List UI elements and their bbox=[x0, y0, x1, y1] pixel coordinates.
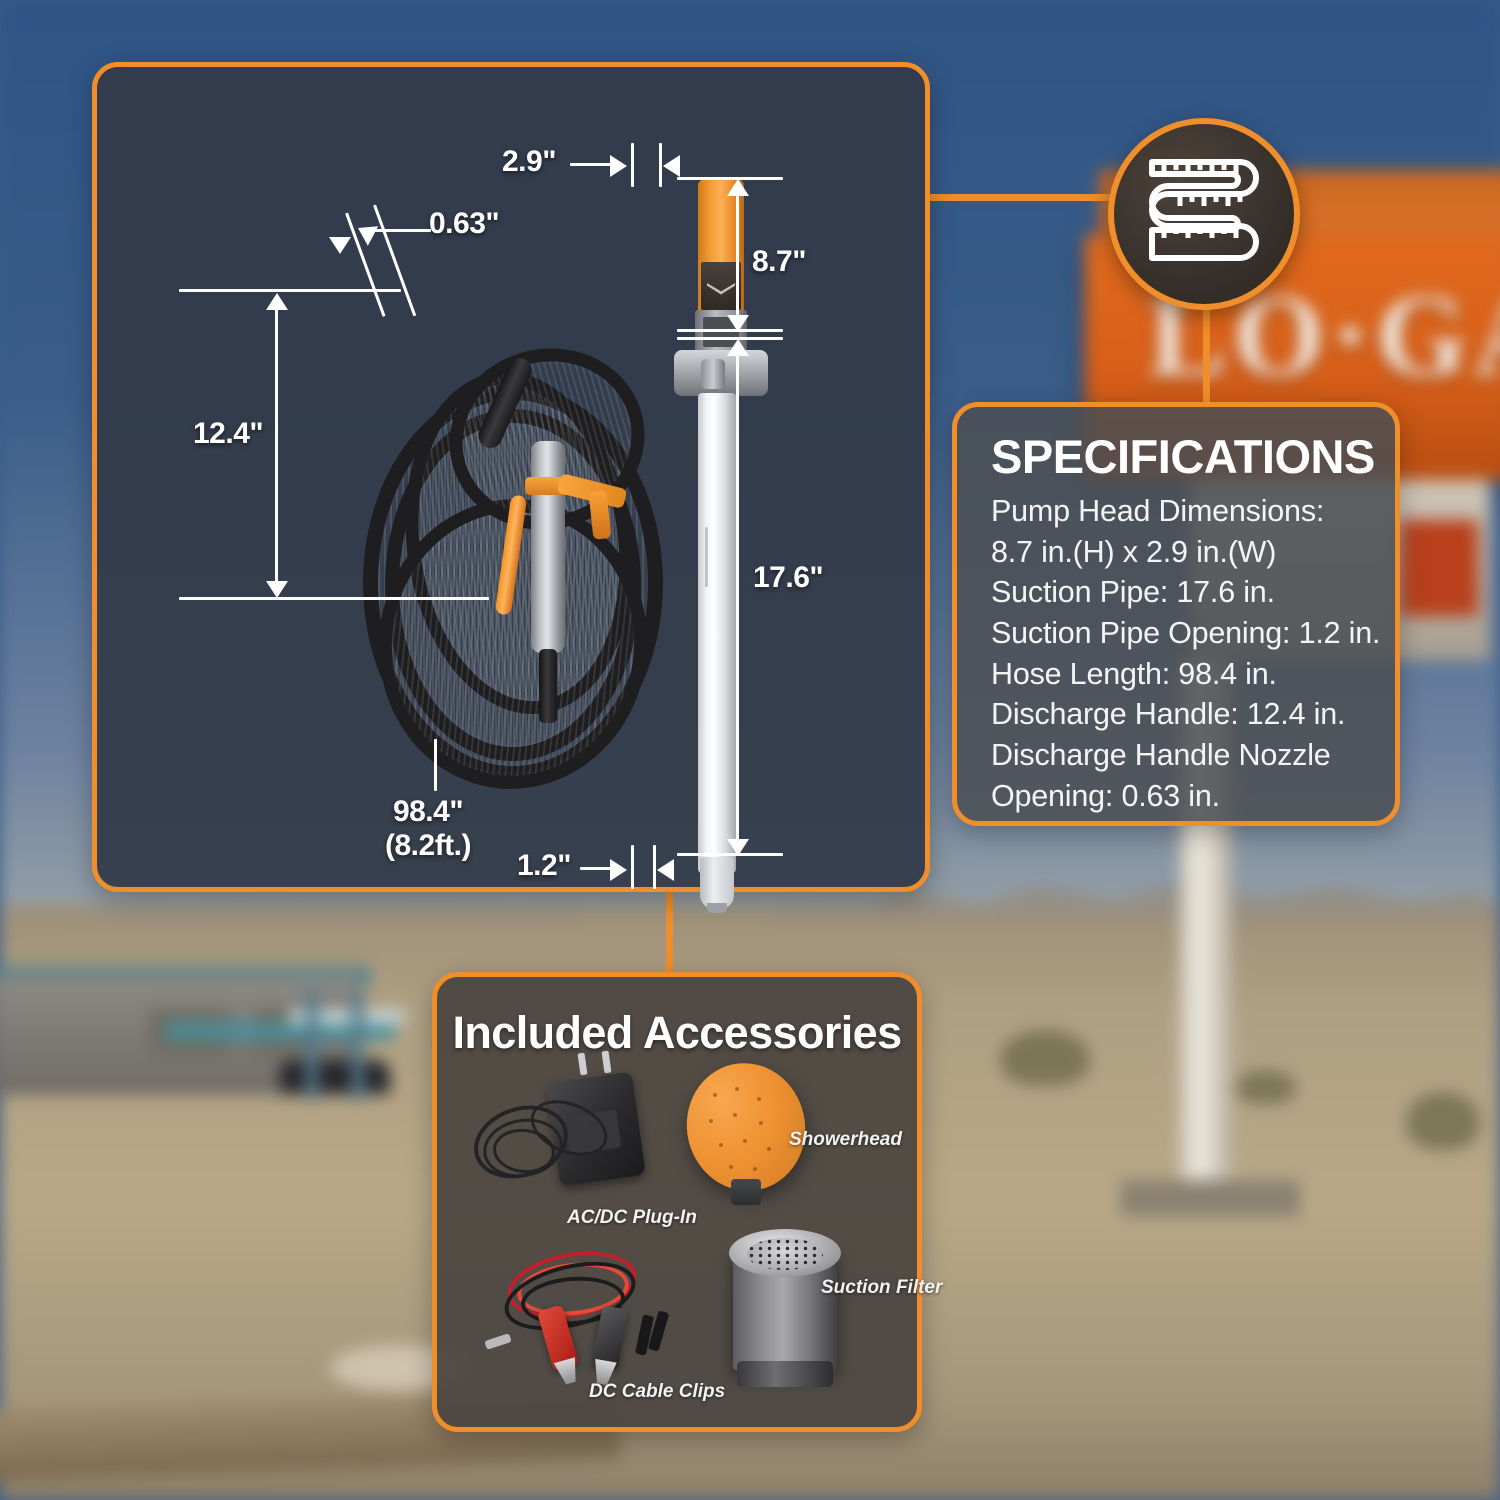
measuring-tape-badge bbox=[1108, 118, 1300, 310]
connector-line-badge-horizontal bbox=[925, 194, 1110, 201]
background-pole-base bbox=[1120, 1180, 1300, 1216]
product-illustration: 2.9" 8.7" 0.63" 12.4" 17.6" bbox=[97, 67, 925, 913]
dim-leader bbox=[580, 867, 612, 870]
suction-pipe-seam bbox=[705, 527, 708, 587]
background-post bbox=[352, 990, 364, 1100]
dim-label-suction-pipe: 17.6" bbox=[753, 561, 824, 594]
suction-pipe bbox=[698, 393, 736, 873]
dim-label-pump-head-height: 8.7" bbox=[752, 245, 806, 278]
background-canopy bbox=[165, 1022, 395, 1040]
dim-label-suction-pipe-opening: 1.2" bbox=[517, 849, 571, 882]
accessory-label-suction-filter: Suction Filter bbox=[821, 1277, 943, 1298]
ac-dc-plug-in-image bbox=[464, 1050, 665, 1207]
spec-line: Suction Pipe: 17.6 in. bbox=[991, 575, 1275, 610]
dim-arrow bbox=[727, 339, 749, 356]
background-sign-redbox bbox=[1400, 520, 1478, 616]
dim-tick bbox=[631, 845, 634, 889]
dim-label-hose-length: 98.4" (8.2ft.) bbox=[385, 795, 472, 862]
spec-line: Discharge Handle Nozzle bbox=[991, 738, 1331, 773]
spec-line: Hose Length: 98.4 in. bbox=[991, 656, 1277, 691]
specifications-title: SPECIFICATIONS bbox=[991, 430, 1375, 483]
dim-extension bbox=[677, 337, 783, 340]
background-shrub bbox=[1236, 1070, 1296, 1104]
spec-line: 8.7 in.(H) x 2.9 in.(W) bbox=[991, 534, 1277, 569]
dim-tick bbox=[653, 845, 656, 889]
connector-line-badge-vertical bbox=[1203, 300, 1210, 408]
dim-arrow bbox=[727, 315, 749, 332]
connector-line-accessories bbox=[666, 886, 673, 978]
accessory-label-ac-dc-plug-in: AC/DC Plug-In bbox=[567, 1207, 697, 1228]
dim-arrow bbox=[329, 237, 351, 254]
dim-arrow bbox=[610, 859, 627, 881]
pump-brand-label bbox=[701, 262, 741, 310]
dim-line bbox=[275, 297, 278, 591]
background-shrub bbox=[1406, 1092, 1480, 1150]
dim-arrow bbox=[610, 155, 627, 177]
dim-line bbox=[736, 343, 739, 847]
background-shrub bbox=[1000, 1030, 1090, 1086]
suction-pipe-tip bbox=[700, 857, 734, 909]
suction-filter-image bbox=[725, 1221, 847, 1401]
measuring-tape-icon bbox=[1144, 156, 1264, 273]
dim-label-discharge-handle: 12.4" bbox=[193, 417, 264, 450]
dc-cable-clips-image bbox=[484, 1242, 679, 1389]
spec-line: Discharge Handle: 12.4 in. bbox=[991, 697, 1346, 732]
dim-extension bbox=[179, 597, 489, 600]
accessory-label-dc-cable-clips: DC Cable Clips bbox=[589, 1381, 726, 1402]
accessory-label-showerhead: Showerhead bbox=[789, 1129, 902, 1150]
dim-line bbox=[736, 183, 739, 323]
spec-line: Opening: 0.63 in. bbox=[991, 778, 1220, 813]
spec-line: Pump Head Dimensions: bbox=[991, 493, 1325, 528]
specifications-panel: SPECIFICATIONS Pump Head Dimensions: 8.7… bbox=[952, 402, 1400, 826]
background-canopy-trim bbox=[290, 1010, 405, 1024]
dim-arrow bbox=[727, 179, 749, 196]
accessories-title: Included Accessories bbox=[452, 1007, 902, 1058]
dim-tick bbox=[631, 143, 634, 187]
dim-arrow bbox=[657, 859, 674, 881]
included-accessories-panel: Included Accessories bbox=[432, 972, 942, 1432]
dim-arrow bbox=[266, 581, 288, 598]
dim-leader bbox=[434, 739, 437, 791]
dim-extension bbox=[677, 177, 783, 180]
dim-label-nozzle-opening: 0.63" bbox=[429, 207, 500, 240]
dim-leader bbox=[375, 229, 431, 232]
pump-tee-knob bbox=[701, 359, 725, 389]
discharge-handle-body bbox=[531, 441, 565, 653]
dim-arrow bbox=[727, 839, 749, 856]
dim-tick bbox=[659, 143, 662, 187]
suction-pipe-foot bbox=[707, 903, 727, 913]
dim-arrow bbox=[663, 155, 680, 177]
discharge-handle-nozzle bbox=[539, 649, 557, 723]
discharge-hose-coil bbox=[353, 325, 683, 819]
dim-arrow bbox=[266, 293, 288, 310]
spec-line: Suction Pipe Opening: 1.2 in. bbox=[991, 615, 1381, 650]
product-dimensions-panel: 2.9" 8.7" 0.63" 12.4" 17.6" bbox=[92, 62, 930, 913]
dim-label-pump-head-width: 2.9" bbox=[502, 145, 556, 178]
background-car bbox=[280, 1060, 390, 1094]
background-post bbox=[306, 990, 318, 1100]
dim-leader bbox=[570, 163, 612, 166]
dim-extension bbox=[179, 289, 401, 292]
showerhead-image bbox=[674, 1052, 818, 1213]
